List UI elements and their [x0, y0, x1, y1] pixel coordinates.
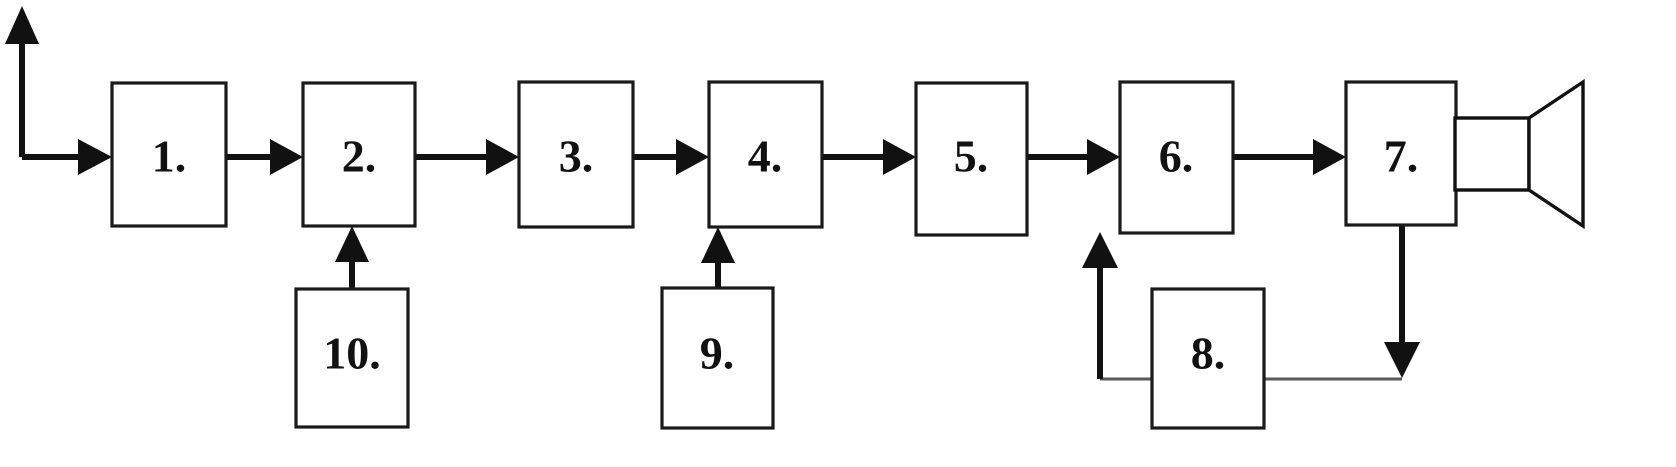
- box-2[interactable]: 2.: [301, 81, 417, 228]
- box-1-label: 1.: [152, 131, 187, 182]
- feedback-loop-group: [1082, 225, 1420, 381]
- box-9-rect[interactable]: [660, 286, 775, 430]
- box-10[interactable]: 10.: [294, 287, 410, 429]
- box-8[interactable]: 8.: [1150, 287, 1266, 430]
- conn-6-to-7-arrowhead: [1313, 139, 1346, 175]
- box-9[interactable]: 9.: [660, 286, 775, 430]
- input-to-box1-arrowhead: [78, 139, 112, 175]
- box-3[interactable]: 3.: [517, 80, 635, 229]
- box-3-rect[interactable]: [517, 80, 635, 229]
- box-6-rect[interactable]: [1118, 80, 1235, 235]
- speaker-cone-shape: [1527, 78, 1585, 230]
- box-2-rect[interactable]: [301, 81, 417, 228]
- conn-7-down-arrowhead: [1384, 342, 1420, 378]
- box-4[interactable]: 4.: [707, 80, 824, 229]
- conn-8-to-6-arrowhead: [1082, 232, 1118, 268]
- box-1[interactable]: 1.: [110, 81, 228, 228]
- conn-1-to-2-arrowhead: [270, 139, 303, 175]
- box-5-rect[interactable]: [914, 81, 1029, 237]
- box-6-label: 6.: [1159, 131, 1194, 182]
- box-1-rect[interactable]: [110, 81, 228, 228]
- box-6[interactable]: 6.: [1118, 80, 1235, 235]
- antenna-up-arrowhead: [5, 6, 39, 44]
- box-5[interactable]: 5.: [914, 81, 1029, 237]
- box-4-rect[interactable]: [707, 80, 824, 229]
- speaker-body-rect: [1453, 116, 1531, 192]
- box-7[interactable]: 7.: [1344, 80, 1458, 227]
- input-antenna-group: [5, 6, 112, 175]
- box-3-label: 3.: [559, 131, 594, 182]
- box-8-label: 8.: [1191, 328, 1226, 379]
- box-5-label: 5.: [954, 131, 989, 182]
- box-4-label: 4.: [748, 131, 783, 182]
- conn-9-to-4-arrowhead: [701, 227, 735, 263]
- speaker-icon: [1453, 78, 1585, 230]
- box-7-rect[interactable]: [1344, 80, 1458, 227]
- conn-4-to-5-arrowhead: [883, 139, 916, 175]
- box-9-label: 9.: [700, 328, 735, 379]
- conn-5-to-6-arrowhead: [1087, 139, 1120, 175]
- box-2-label: 2.: [342, 131, 377, 182]
- box-7-label: 7.: [1384, 131, 1419, 182]
- lower-feed-connectors: [335, 226, 735, 289]
- conn-2-to-3-arrowhead: [486, 139, 519, 175]
- box-8-rect[interactable]: [1150, 287, 1266, 430]
- box-10-rect[interactable]: [294, 287, 410, 429]
- conn-3-to-4-arrowhead: [676, 139, 709, 175]
- conn-10-to-2-arrowhead: [335, 226, 369, 262]
- box-10-label: 10.: [323, 328, 381, 379]
